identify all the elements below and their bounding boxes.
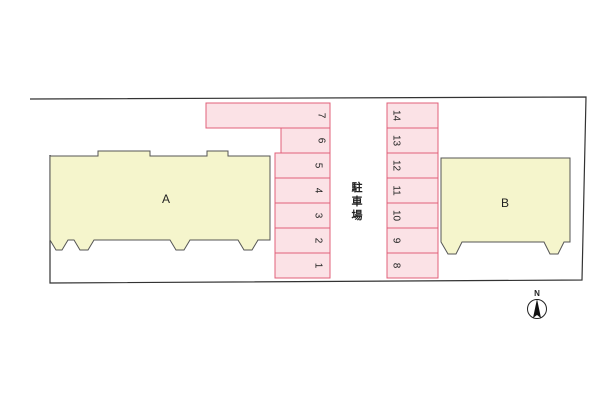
slot-number: 11 (390, 185, 401, 196)
slot-number: 2 (312, 238, 323, 244)
slot-number: 7 (315, 113, 326, 119)
right-slot-numbers: 14 13 12 11 10 9 8 (390, 110, 401, 269)
slot-number: 10 (390, 210, 401, 222)
parking-slot (274, 227, 331, 254)
parking-slot (280, 127, 331, 154)
parking-slot (386, 127, 439, 154)
parking-lot-label: 駐 車 場 (352, 180, 363, 222)
parking-label-char: 車 (352, 194, 363, 208)
slot-number: 8 (390, 263, 401, 269)
slot-number: 5 (312, 163, 323, 169)
parking-slot (205, 102, 331, 129)
building-b-label: B (501, 196, 509, 210)
parking-right-column (386, 102, 439, 279)
parking-slot (274, 252, 331, 279)
compass-north-label: N (534, 289, 540, 298)
slot-number: 9 (390, 238, 401, 244)
slot-number: 12 (390, 160, 401, 172)
slot-number: 1 (312, 263, 323, 269)
slot-number: 4 (312, 188, 323, 194)
parking-left-column (205, 102, 331, 279)
parking-slot (386, 152, 439, 179)
parking-slot (386, 252, 439, 279)
slot-number: 6 (315, 138, 326, 144)
parking-slot (386, 202, 439, 229)
slot-number: 3 (312, 213, 323, 219)
parking-label-char: 場 (352, 208, 363, 222)
parking-slot (274, 202, 331, 229)
left-slot-numbers: 7 6 5 4 3 2 1 (312, 113, 326, 269)
building-a: A (49, 150, 271, 251)
parking-label-char: 駐 (352, 180, 363, 194)
parking-slot (386, 102, 439, 129)
building-b: B (440, 157, 571, 255)
north-arrow-icon: N (527, 289, 547, 319)
slot-number: 13 (390, 135, 401, 147)
parking-slot (386, 227, 439, 254)
building-a-label: A (162, 192, 170, 206)
slot-number: 14 (390, 110, 401, 122)
parking-slot (386, 177, 439, 204)
